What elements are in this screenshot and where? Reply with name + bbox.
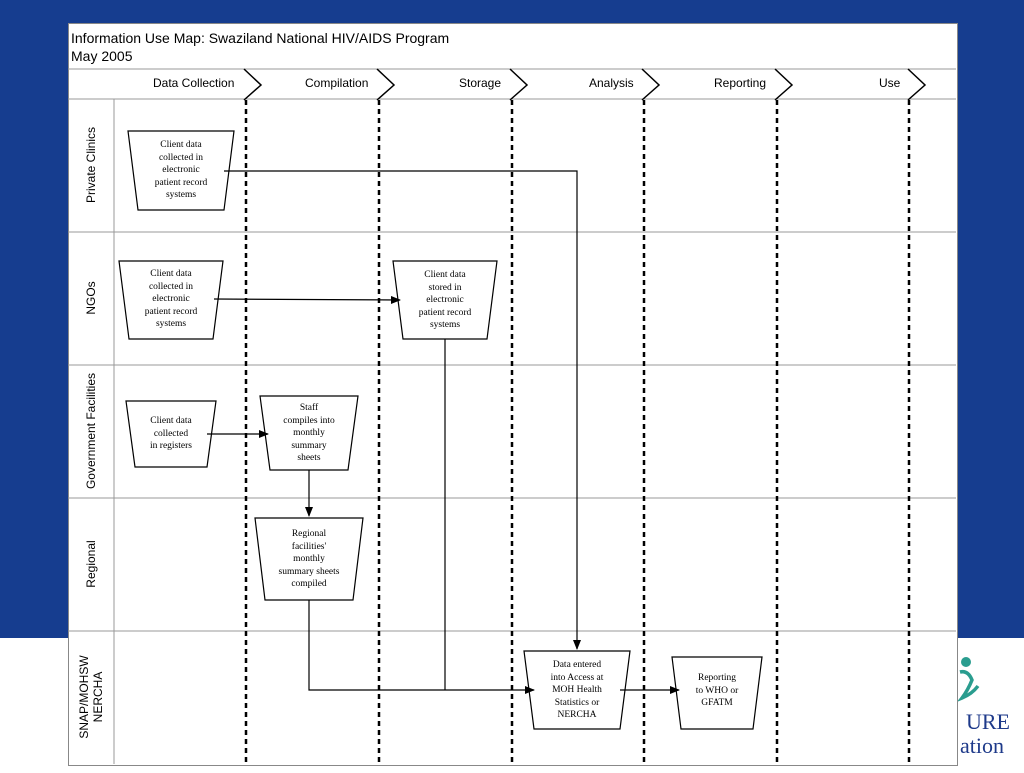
node-text-private-collect: Client data collected in electronic patient… xyxy=(140,139,222,202)
text-line: Regional xyxy=(291,529,327,539)
text-line: collected xyxy=(153,428,189,439)
node-text-gov-collect: Client data collected in registers xyxy=(131,415,211,453)
connector-regional-to-analysis xyxy=(308,600,535,694)
phase-use: Use xyxy=(879,76,901,90)
text-line: Statistics or xyxy=(554,697,600,708)
text-line: to WHO or xyxy=(695,685,739,696)
logo-text-line: URE xyxy=(966,709,1010,734)
node-text-snap-reporting: Reporting to WHO or GFATM xyxy=(680,672,754,710)
text-line: collected in xyxy=(148,281,194,292)
text-line: patient record xyxy=(144,306,198,317)
text-line: summary xyxy=(291,440,327,451)
chevron-icon xyxy=(509,68,529,101)
text-line: monthly xyxy=(293,554,325,564)
connector-ngo-collect-to-store xyxy=(213,295,401,304)
text-line: Data entered xyxy=(552,660,602,670)
text-line: Client data xyxy=(424,270,466,280)
chevron-icon xyxy=(774,68,794,101)
node-ngo-collect xyxy=(118,260,224,340)
logo-figure-icon xyxy=(956,657,980,702)
title-line-1: Information Use Map: Swaziland National … xyxy=(71,30,450,46)
chevron-icon xyxy=(641,68,661,101)
chevron-icon xyxy=(907,68,927,101)
text-line: GFATM xyxy=(701,698,733,708)
text-line: NERCHA xyxy=(557,710,597,720)
diagram-title: Information Use Map: Swaziland National … xyxy=(71,29,449,65)
title-line-2: May 2005 xyxy=(71,48,133,64)
phase-data-collection: Data Collection xyxy=(153,76,235,90)
text-line: collected in xyxy=(158,152,204,163)
node-gov-compile xyxy=(259,395,359,471)
phase-reporting: Reporting xyxy=(714,76,767,90)
text-line: Client data xyxy=(160,140,202,150)
text-line: NERCHA xyxy=(91,671,105,723)
chevron-icon xyxy=(243,68,263,101)
phase-storage: Storage xyxy=(459,76,502,90)
node-snap-reporting xyxy=(671,656,763,730)
text-line: in registers xyxy=(150,441,192,451)
text-line: stored in xyxy=(428,282,462,293)
lane-regional: Regional xyxy=(84,540,98,588)
phase-chevrons xyxy=(243,68,927,101)
text-line: patient record xyxy=(418,307,472,318)
logo-head xyxy=(961,657,971,667)
node-gov-collect xyxy=(125,400,217,468)
node-private-collect xyxy=(127,130,235,211)
node-text-ngo-store: Client data stored in electronic patient re… xyxy=(404,269,486,332)
text-line: electronic xyxy=(152,294,190,304)
text-line: SNAP/MOHSW xyxy=(77,655,91,739)
text-line: compiles into xyxy=(283,415,335,426)
text-line: electronic xyxy=(426,295,464,305)
text-line: into Access at xyxy=(550,672,604,683)
text-line: sheets xyxy=(297,453,321,463)
connector-private-to-analysis xyxy=(224,170,581,650)
lane-government-facilities: Government Facilities xyxy=(84,372,98,490)
text-line: MOH Health xyxy=(552,685,602,695)
node-regional-compile xyxy=(254,517,364,601)
chevron-icon xyxy=(376,68,396,101)
text-line: systems xyxy=(165,190,197,200)
text-line: Reporting xyxy=(698,673,736,683)
logo-text-line: ation xyxy=(960,733,1004,758)
lane-ngos: NGOs xyxy=(84,281,98,315)
text-line: Staff xyxy=(299,403,319,413)
text-line: compiled xyxy=(291,579,327,589)
text-line: patient record xyxy=(154,177,208,188)
text-line: electronic xyxy=(162,165,200,175)
text-line: monthly xyxy=(293,428,325,438)
text-line: systems xyxy=(429,320,461,330)
text-line: facilities' xyxy=(291,541,327,552)
node-ngo-store xyxy=(392,260,498,340)
phase-dividers xyxy=(244,100,911,764)
phase-compilation: Compilation xyxy=(305,76,369,90)
phase-analysis: Analysis xyxy=(589,76,634,90)
text-line: summary sheets xyxy=(278,566,340,577)
text-line: systems xyxy=(155,319,187,329)
text-line: Client data xyxy=(150,269,192,279)
logo-body xyxy=(956,669,980,702)
lane-private-clinics: Private Clinics xyxy=(84,126,98,204)
node-snap-analysis xyxy=(523,650,631,730)
node-text-regional-compile: Regional facilities' monthly summary sheets… xyxy=(264,528,354,591)
text-line: Client data xyxy=(150,416,192,426)
node-text-gov-compile: Staff compiles into monthly summary sheets xyxy=(269,402,349,465)
node-text-ngo-collect: Client data collected in electronic patient… xyxy=(130,268,212,331)
